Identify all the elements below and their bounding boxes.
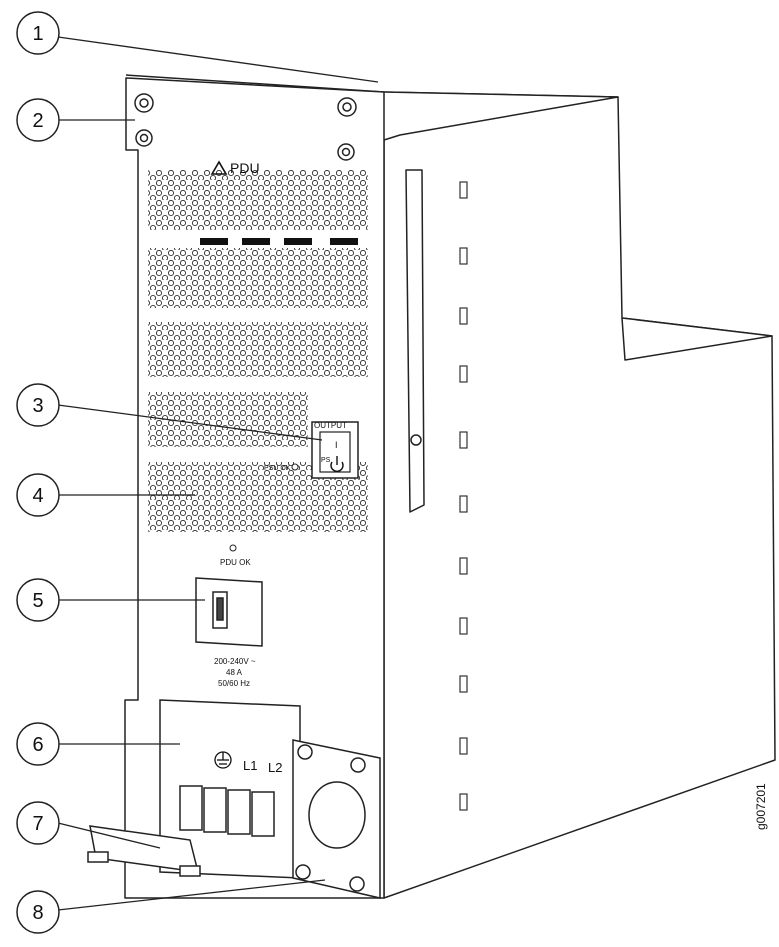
psu-ok-label: PSU OK [264,465,291,472]
callout-7-label: 7 [32,813,43,835]
callout-4 [16,473,60,517]
circuit-breaker [195,577,263,647]
rating-line-1: 200-240V ~ [214,657,256,666]
callout-6 [16,722,60,766]
ground-icon [214,751,232,769]
callout-2 [16,98,60,142]
rear-handle [405,169,425,513]
terminal-label-l2: L2 [268,760,282,775]
cable-gland-plate [292,739,381,899]
vent-grilles [148,170,368,532]
callout-1-label: 1 [32,23,43,45]
chassis-side [383,91,776,899]
rating-line-2: 48 A [226,668,243,677]
callout-5-label: 5 [32,590,43,612]
output-switch [311,421,359,479]
callout-5 [16,578,60,622]
callout-8 [16,890,60,934]
terminal-label-l1: L1 [243,758,257,773]
callout-2-label: 2 [32,110,43,132]
power-icon [330,456,344,472]
callout-3 [16,383,60,427]
callout-3-label: 3 [32,395,43,417]
figure-id: g007201 [754,783,768,830]
callout-8-label: 8 [32,902,43,924]
callout-6-label: 6 [32,734,43,756]
warning-triangle-icon [210,160,228,175]
callout-1 [16,11,60,55]
switch-on-glyph: I [335,440,338,450]
switch-mark: PS [321,457,331,464]
upper-step [621,317,773,361]
callout-4-label: 4 [32,485,43,507]
pdu-ok-label: PDU OK [220,558,251,567]
terminal-block [159,699,301,879]
switch-label: OUTPUT [314,421,347,430]
rating-line-3: 50/60 Hz [218,679,250,688]
callout-7 [16,801,60,845]
panel-title: PDU [230,160,260,176]
